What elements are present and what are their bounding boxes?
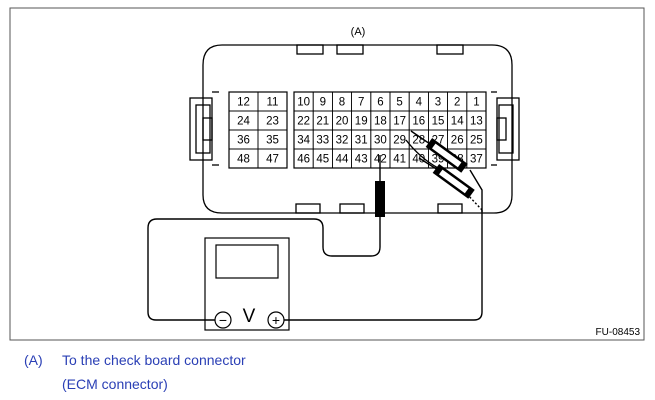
pin-label: 14 [451,116,464,128]
pin-label: 36 [237,135,250,147]
pin-label: 25 [470,135,483,147]
pin-label: 41 [393,154,406,166]
pin-label: 30 [374,135,387,147]
pin-label: 19 [355,116,368,128]
pin-label: 46 [297,154,310,166]
pin-label: 32 [336,135,349,147]
pin-label: 33 [316,135,329,147]
probe-positive-2 [418,157,475,199]
test-leads [147,139,483,321]
pin-label: 7 [358,97,364,109]
caption-spacer [24,372,62,396]
pin-label: 40 [412,154,425,166]
caption: (A) To the check board connector (ECM co… [24,348,644,396]
probe-negative [375,155,385,217]
pin-label: 18 [374,116,387,128]
pin-label: 16 [412,116,425,128]
pin-label: 20 [336,116,349,128]
pin-label: 24 [237,116,250,128]
voltmeter: V − + [204,237,290,331]
pin-cell [466,148,487,169]
pin-label: 28 [412,135,425,147]
pin-label: 2 [454,97,460,109]
callout-label: (A) [351,26,366,38]
pin-label: 26 [451,135,464,147]
pin-label: 9 [320,97,326,109]
voltmeter-symbol: V [243,306,256,327]
pin-label: 12 [237,97,250,109]
pin-label: 3 [435,97,441,109]
pin-label: 48 [237,154,250,166]
pin-label: 31 [355,135,368,147]
pin-label: 8 [339,97,345,109]
pin-label: 47 [266,154,279,166]
pin-label: 15 [432,116,445,128]
pin-label: 10 [297,97,310,109]
pin-label: 35 [266,135,279,147]
pin-label: 44 [336,154,349,166]
caption-line-2: (ECM connector) [62,376,168,392]
voltmeter-display [215,244,279,279]
pin-label: 1 [473,97,479,109]
positive-lead-wire [284,210,483,321]
pin-label: 5 [396,97,402,109]
figure-frame [9,7,645,341]
pin-label: 34 [297,135,310,147]
caption-line-1: To the check board connector [62,352,246,368]
probe-positive-1 [410,130,468,173]
pin-cell [257,148,288,169]
pin-label: 13 [470,116,483,128]
pin-label: 21 [316,116,329,128]
caption-row-2: (ECM connector) [24,372,644,396]
pin-label: 22 [297,116,310,128]
negative-terminal-symbol: − [219,312,227,328]
caption-row: (A) To the check board connector [24,348,644,372]
pin-label: 11 [267,97,279,109]
pin-label: 4 [416,97,423,109]
pin-label: 43 [355,154,368,166]
positive-terminal-symbol: + [272,312,280,328]
pin-label: 29 [393,135,406,147]
caption-label: (A) [24,352,43,368]
pin-label: 23 [266,116,279,128]
left-pin-block: 12 11 24 23 36 35 48 47 [228,91,288,169]
pin-label: 37 [470,154,483,166]
pin-label: 17 [393,116,406,128]
negative-lead-wire [147,216,381,321]
pin-label: 6 [377,97,383,109]
figure-code: FU-08453 [596,327,641,338]
connector-housing [189,44,520,214]
pin-label: 45 [316,154,329,166]
